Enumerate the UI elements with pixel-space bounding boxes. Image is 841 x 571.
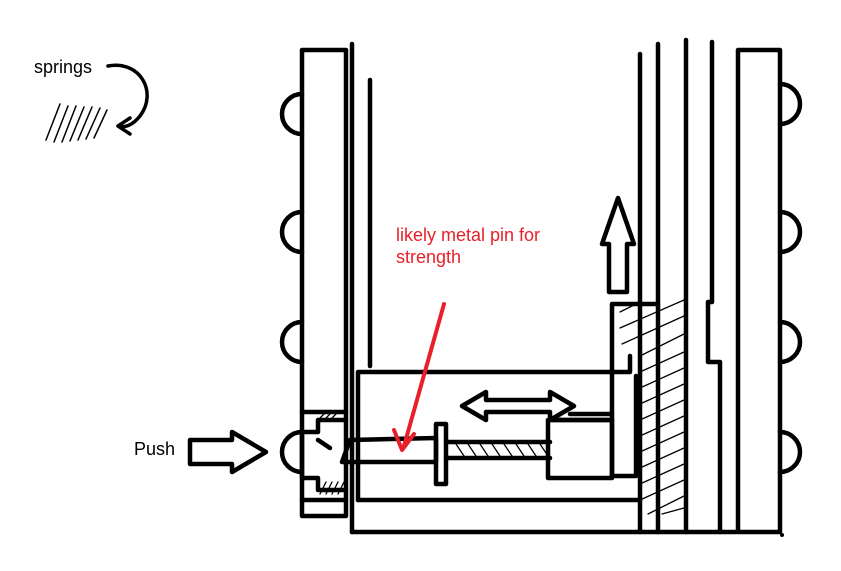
annotation-line-1: likely metal pin for <box>396 225 541 245</box>
annotation-arrow <box>392 302 446 452</box>
sliding-latch <box>609 301 661 479</box>
push-button-spring-hatch <box>319 411 345 495</box>
annotation-line-2: strength <box>396 247 462 267</box>
left-roller-bumps <box>279 91 305 475</box>
curved-arrow-icon <box>106 63 149 136</box>
double-arrow-icon <box>459 389 577 423</box>
bottom-channel <box>349 353 739 535</box>
corner-dot <box>780 533 784 537</box>
piston-block <box>545 411 615 481</box>
up-arrow-icon <box>599 195 637 295</box>
left-outer-rail <box>299 47 349 519</box>
springs-label: springs <box>34 57 93 77</box>
metal-pin <box>339 421 449 487</box>
latch-spring-hatch <box>619 299 685 515</box>
right-outer-rail <box>735 47 783 535</box>
spring-legend-icon <box>45 103 108 143</box>
push-button <box>299 417 349 493</box>
right-inner-wall-4 <box>705 39 723 535</box>
right-roller-bumps <box>777 81 803 475</box>
pin-spring-hatch <box>455 443 549 457</box>
push-label: Push <box>134 439 176 459</box>
pin-spring <box>443 439 553 461</box>
push-arrow-icon <box>187 429 269 475</box>
